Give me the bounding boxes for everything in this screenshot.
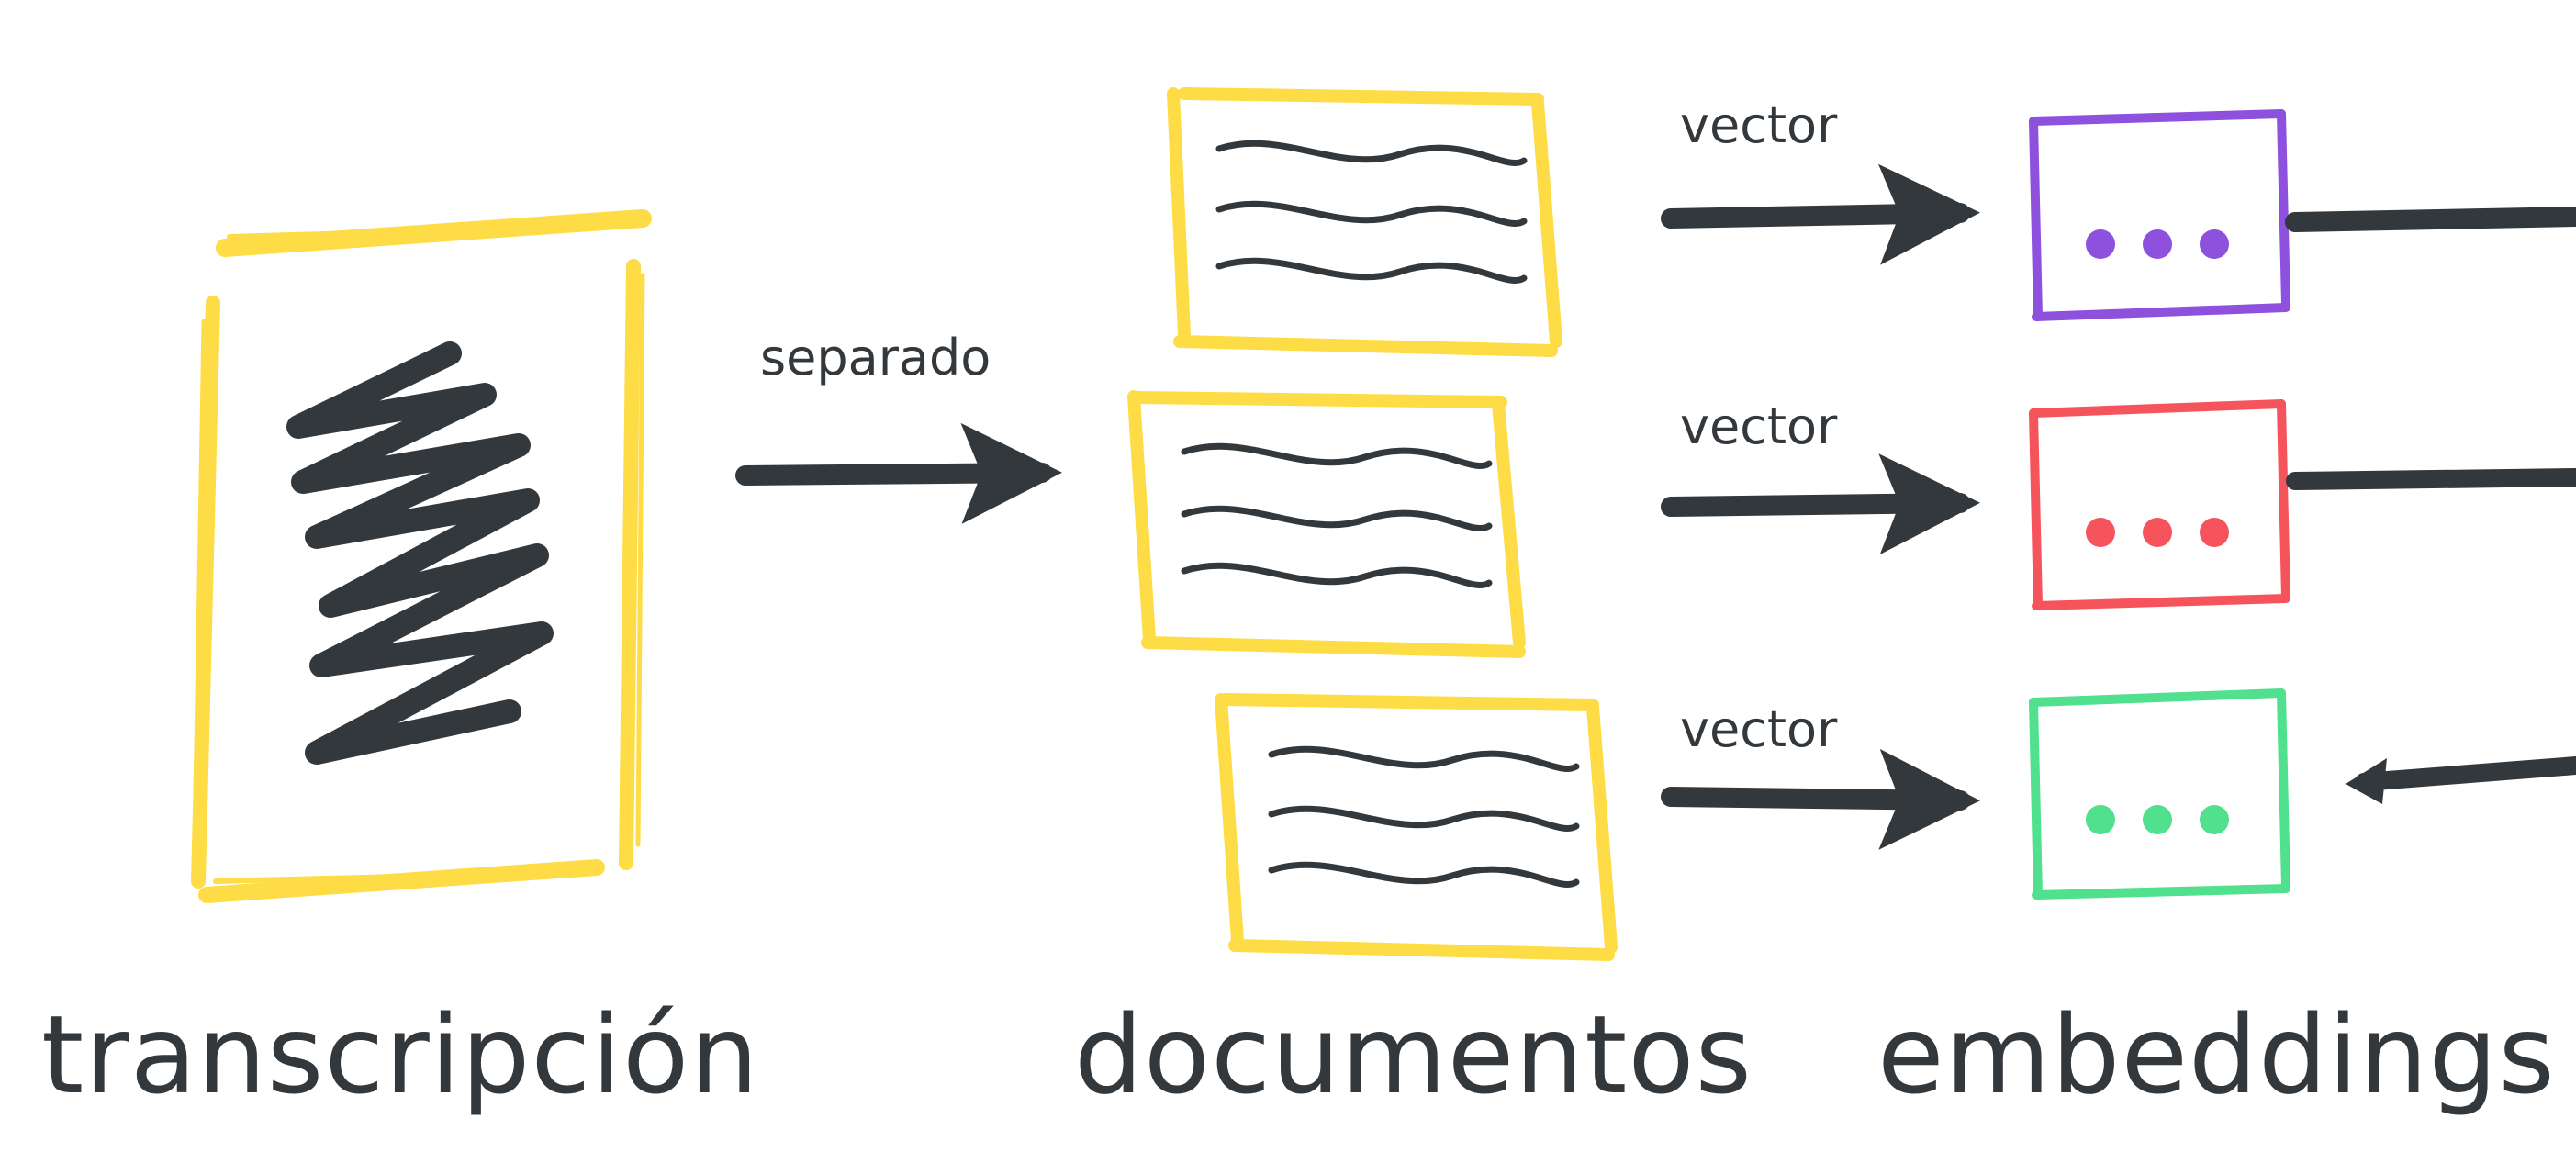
embedding-frame bbox=[2029, 688, 2290, 900]
document-frame bbox=[1215, 693, 1618, 961]
column-title-embeddings: embeddings bbox=[1877, 991, 2556, 1118]
embedding-3 bbox=[2029, 688, 2290, 900]
output-arrow-1 bbox=[2285, 207, 2576, 232]
embedding-frame bbox=[2029, 399, 2290, 610]
dots-icon bbox=[2086, 229, 2229, 259]
wavy-lines-icon bbox=[1181, 442, 1493, 588]
dots-icon bbox=[2086, 805, 2229, 834]
separado-label: separado bbox=[760, 329, 991, 386]
input-arrow-3 bbox=[2346, 756, 2576, 804]
output-arrow-2 bbox=[2286, 468, 2576, 490]
document-1 bbox=[1167, 87, 1562, 357]
document-frame bbox=[1167, 87, 1562, 357]
document-2 bbox=[1127, 390, 1526, 658]
vector-arrow-3 bbox=[1661, 748, 1980, 850]
vector-label-3: vector bbox=[1680, 700, 1838, 758]
vector-arrow-1 bbox=[1661, 163, 1980, 265]
column-title-transcripcion: transcripción bbox=[41, 991, 760, 1118]
column-title-documentos: documentos bbox=[1074, 991, 1753, 1118]
vector-label-1: vector bbox=[1680, 96, 1838, 154]
embedding-1 bbox=[2029, 109, 2290, 321]
transcript-document bbox=[191, 209, 652, 903]
embedding-frame bbox=[2029, 109, 2290, 321]
transcript-frame bbox=[191, 209, 652, 903]
document-frame bbox=[1127, 390, 1526, 658]
separado-arrow bbox=[735, 422, 1062, 524]
wavy-lines-icon bbox=[1268, 745, 1580, 888]
embedding-2 bbox=[2029, 399, 2290, 610]
vector-label-2: vector bbox=[1680, 397, 1838, 455]
document-3 bbox=[1215, 693, 1618, 961]
wavy-lines-icon bbox=[1215, 140, 1528, 284]
scribble-icon bbox=[286, 341, 554, 765]
dots-icon bbox=[2086, 518, 2229, 547]
vector-arrow-2 bbox=[1661, 453, 1980, 555]
